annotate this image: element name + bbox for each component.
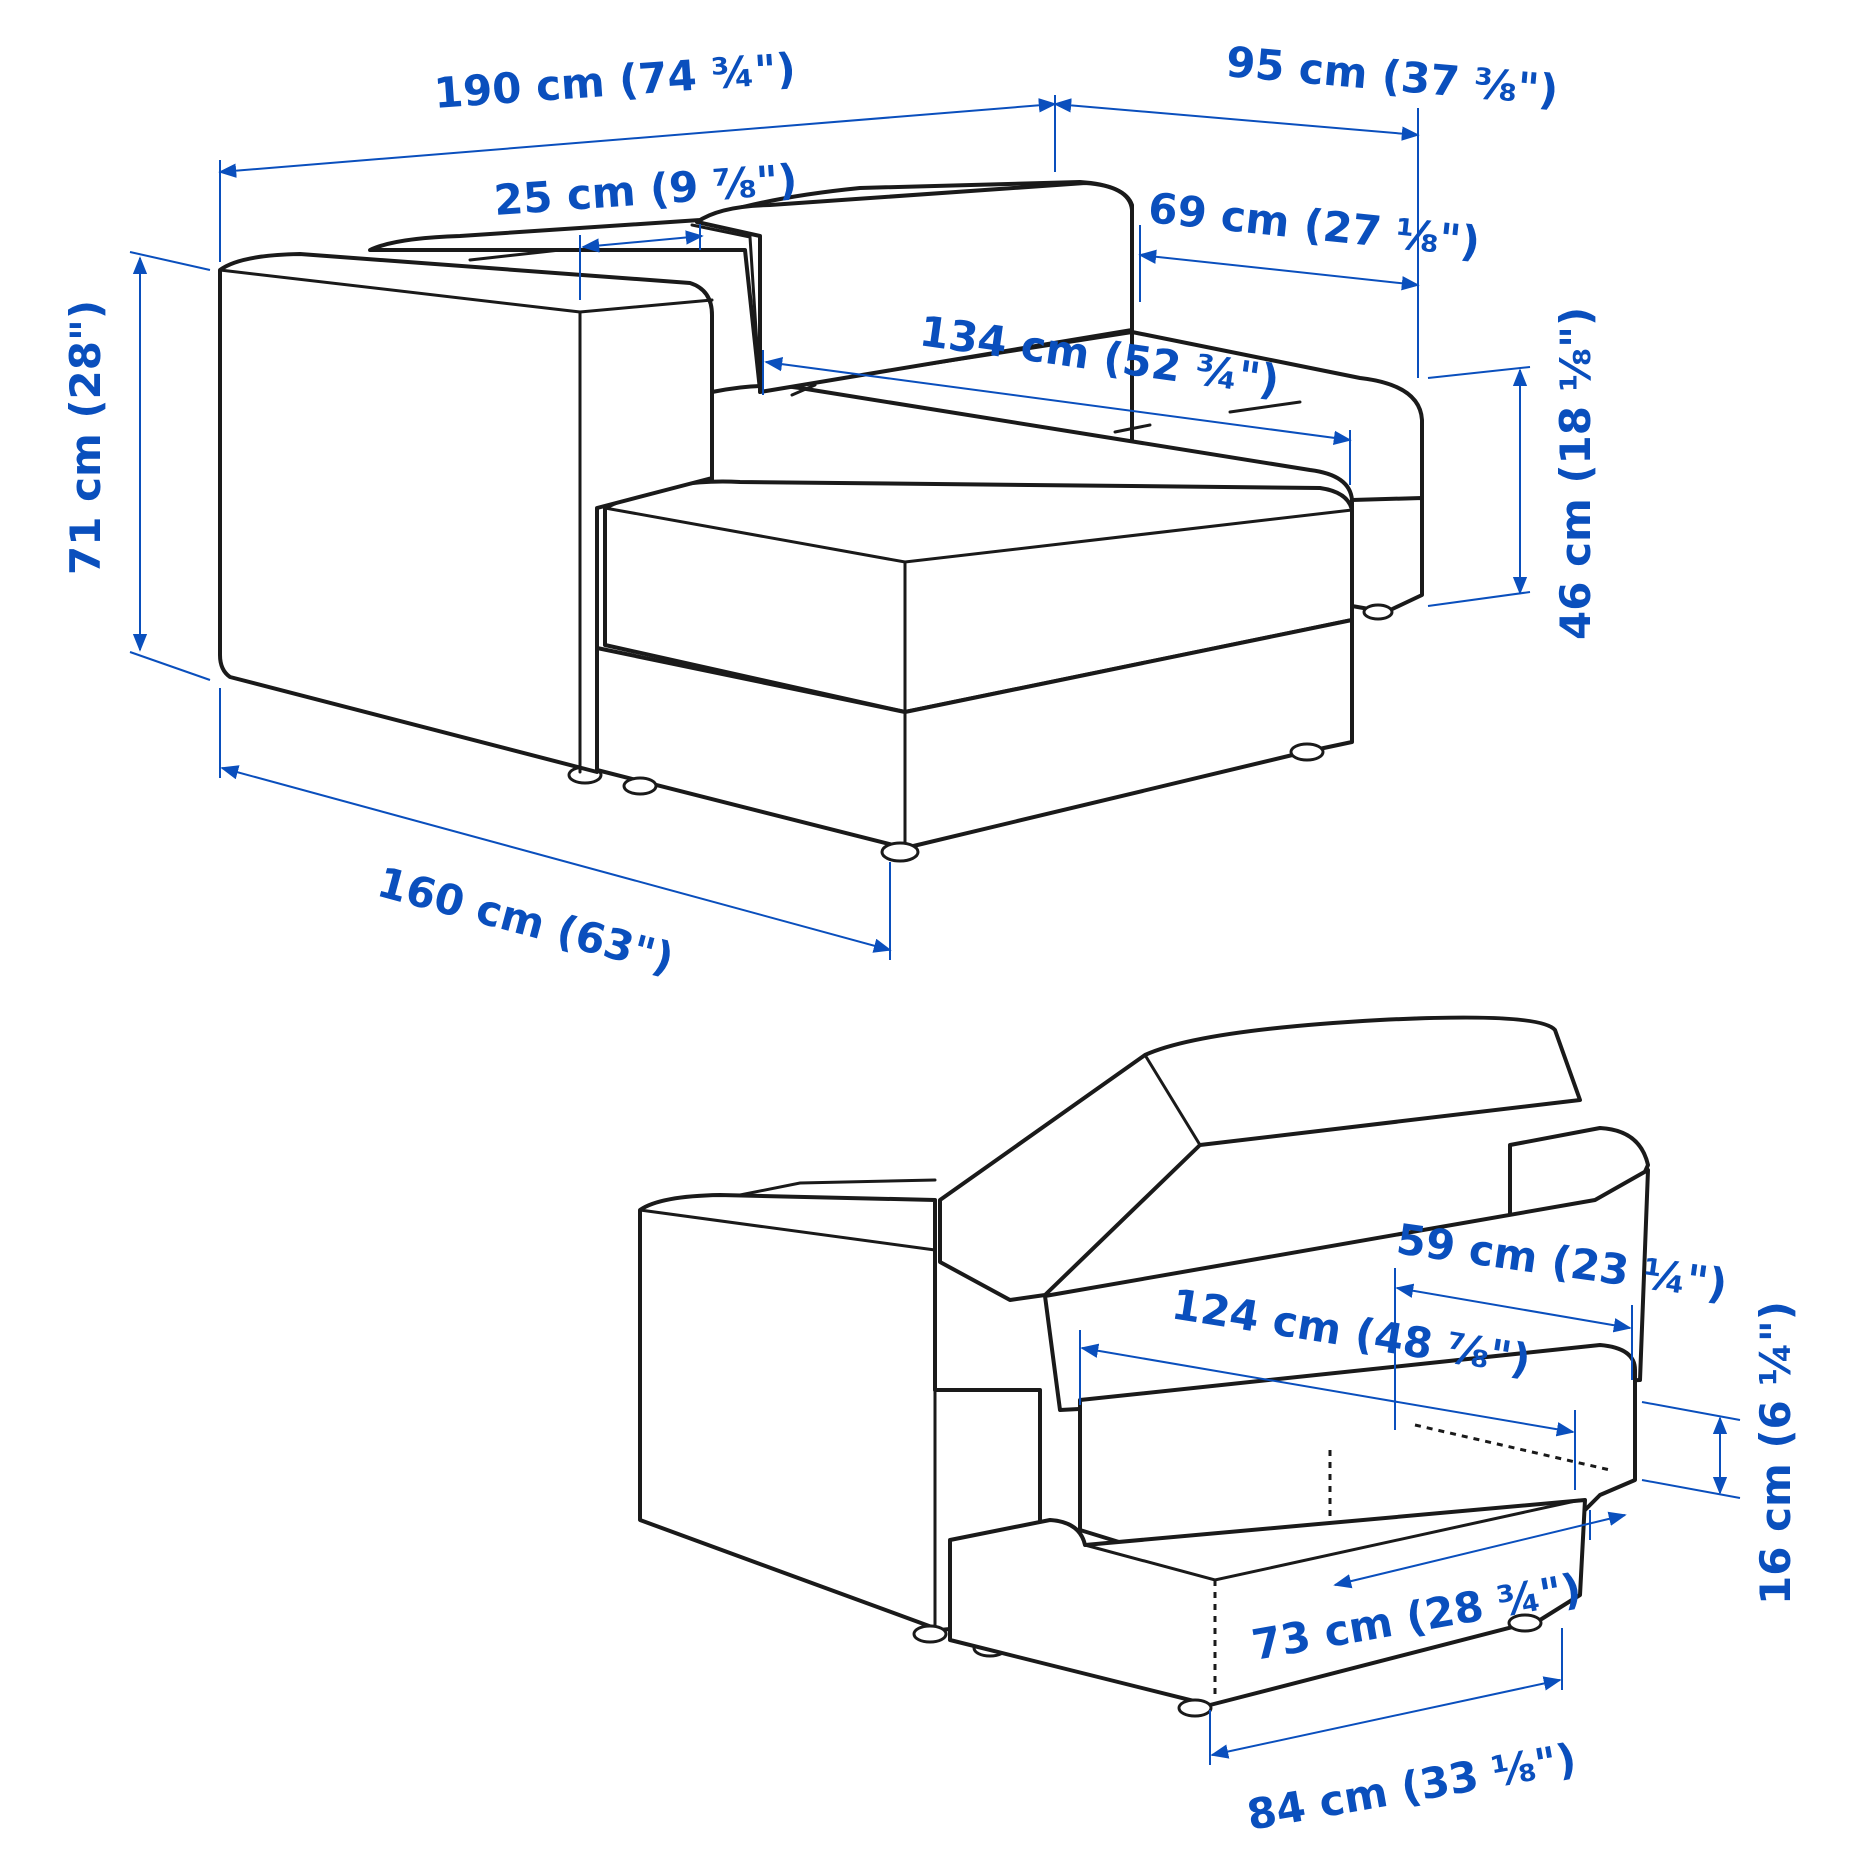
dimension-lines-top bbox=[129, 95, 1531, 960]
dimension-lines-bottom bbox=[1079, 1268, 1741, 1765]
label-outer-length: 84 cm (33 ⅛") bbox=[1243, 1734, 1580, 1840]
label-seat-depth: 69 cm (27 ⅛") bbox=[1146, 183, 1482, 267]
label-depth: 95 cm (37 ⅜") bbox=[1224, 37, 1560, 115]
sofa-top-view bbox=[218, 180, 1424, 863]
label-total-width: 190 cm (74 ¾") bbox=[432, 44, 797, 118]
label-chaise-length: 160 cm (63") bbox=[372, 857, 679, 983]
label-seat-height: 46 cm (18 ⅛") bbox=[1551, 307, 1600, 640]
label-storage-height: 16 cm (6 ¼") bbox=[1751, 1301, 1800, 1605]
label-back-height: 71 cm (28") bbox=[61, 300, 110, 575]
